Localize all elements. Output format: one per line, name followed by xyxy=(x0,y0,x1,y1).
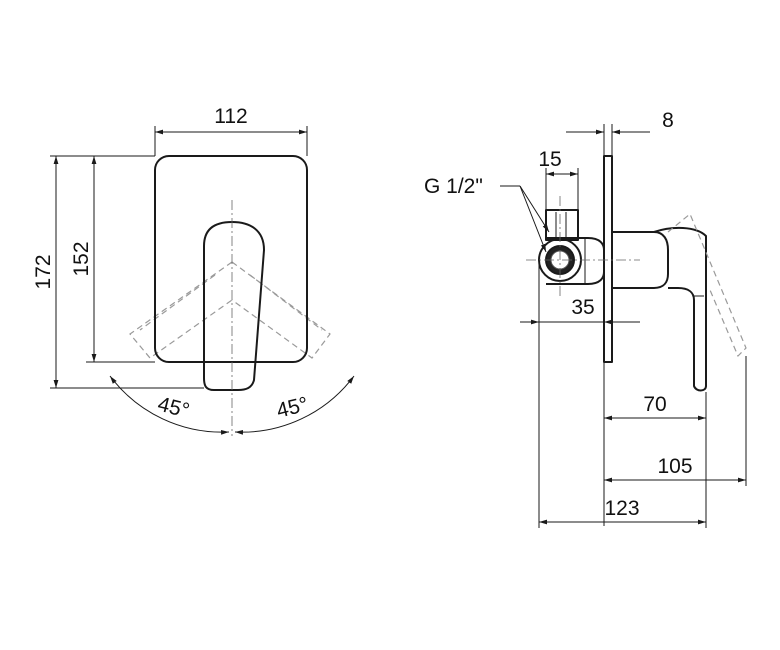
dim-handle-tip-depth: 105 xyxy=(604,356,747,486)
dim-tip-depth-label: 105 xyxy=(657,455,692,478)
cover-plate xyxy=(154,155,308,363)
wall-plate xyxy=(603,155,613,363)
dim-outer-height-label: 172 xyxy=(32,254,55,289)
angle-right-label: 45° xyxy=(274,393,310,423)
handle-lever xyxy=(653,226,707,392)
dim-body-depth-label: 35 xyxy=(571,296,594,319)
dim-handle-depth-label: 70 xyxy=(643,393,666,416)
dim-thickness-label: 8 xyxy=(662,109,674,132)
thread-callout: G 1/2" xyxy=(424,175,550,253)
dim-total-depth-label: 123 xyxy=(604,497,639,520)
handle-hub xyxy=(612,231,669,289)
side-view: 8 15 G 1/2" 35 xyxy=(424,109,747,528)
dim-total-depth: 123 xyxy=(538,330,707,528)
dim-handle-depth: 70 xyxy=(603,362,707,526)
front-view: 112 152 172 45° 45° xyxy=(32,105,355,436)
dim-connection-label: 15 xyxy=(538,148,561,171)
thread-label: G 1/2" xyxy=(424,175,483,198)
dim-plate-height-label: 152 xyxy=(70,241,93,276)
dim-width-112: 112 xyxy=(154,105,308,156)
handle-rotated-left-ghost xyxy=(129,261,233,359)
valve-body xyxy=(546,237,605,285)
dim-height-152: 152 xyxy=(70,155,155,363)
dim-width-label: 112 xyxy=(214,105,247,128)
top-connector xyxy=(545,209,579,241)
handle-lever-rotated-ghost xyxy=(667,213,747,358)
dim-connection-width: 15 xyxy=(538,148,579,210)
mixer-handle xyxy=(203,221,265,391)
dim-height-172: 172 xyxy=(32,155,204,389)
handle-rotated-right-ghost xyxy=(231,261,331,359)
dim-body-depth: 35 xyxy=(520,260,640,330)
dim-plate-thickness: 8 xyxy=(566,109,674,156)
